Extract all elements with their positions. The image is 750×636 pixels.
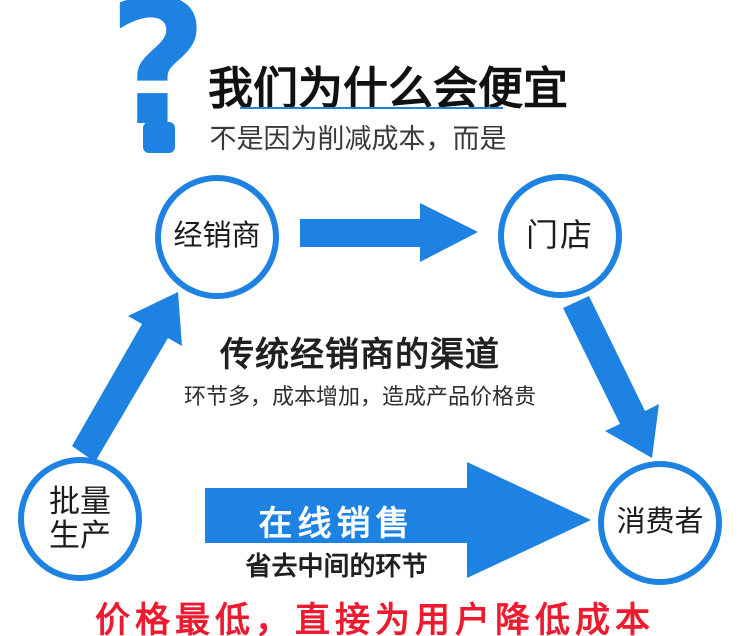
page-title: 我们为什么会便宜 — [208, 63, 569, 114]
node-batch-production-label-bottom: 生产 — [49, 518, 111, 553]
arrow-online-sales-icon — [205, 462, 591, 578]
question-mark-dot — [143, 122, 175, 153]
traditional-channel-description: 环节多，成本增加，造成产品价格贵 — [183, 384, 536, 409]
node-consumer: 消费者 — [598, 461, 722, 585]
arrow-production-to-distributor-icon — [72, 292, 182, 462]
subtitle: 不是因为削减成本，而是 — [209, 124, 507, 154]
traditional-channel-title: 传统经销商的渠道 — [220, 336, 500, 374]
footer-slogan: 价格最低，直接为用户降低成本 — [94, 600, 655, 636]
node-batch-production-label-top: 批量 — [49, 483, 111, 519]
node-distributor-label: 经销商 — [173, 220, 261, 253]
online-sales-description: 省去中间的环节 — [245, 551, 428, 581]
arrow-distributor-to-store-icon — [300, 203, 478, 262]
node-distributor: 经销商 — [155, 175, 279, 299]
arrow-store-to-consumer-icon — [563, 296, 659, 458]
title-underline — [240, 107, 503, 109]
online-sales-label: 在线销售 — [258, 504, 415, 544]
node-store-label: 门店 — [525, 217, 594, 254]
node-store: 门店 — [498, 174, 622, 298]
node-consumer-label: 消费者 — [616, 506, 704, 539]
node-batch-production: 批量 生产 — [18, 457, 142, 581]
